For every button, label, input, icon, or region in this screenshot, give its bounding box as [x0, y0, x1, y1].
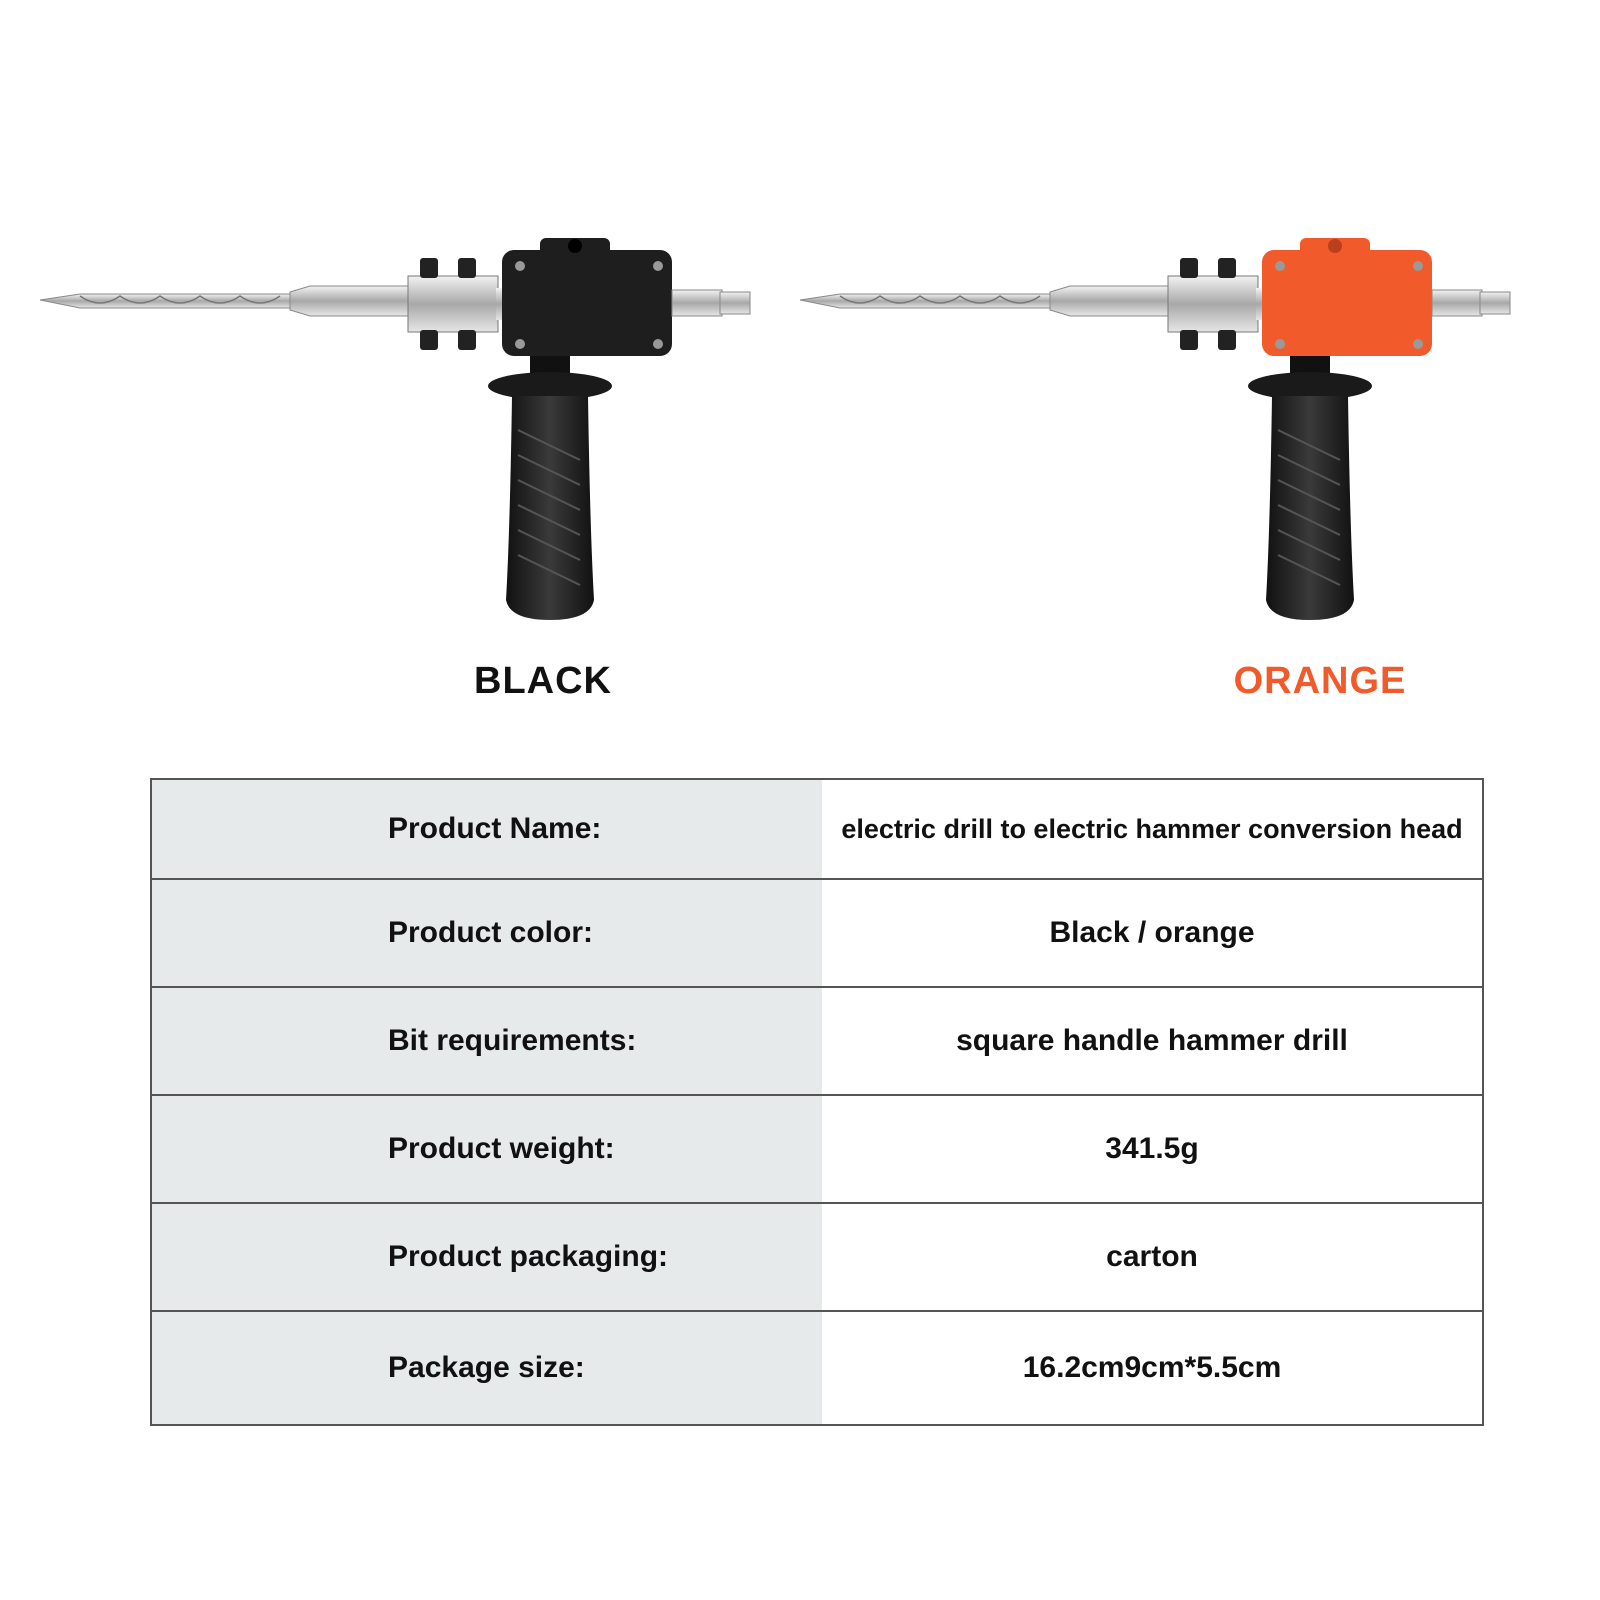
spec-key: Product weight:	[152, 1096, 822, 1202]
spec-row-package-size: Package size: 16.2cm9cm*5.5cm	[152, 1312, 1482, 1424]
spec-row-product-weight: Product weight: 341.5g	[152, 1096, 1482, 1204]
spec-key: Bit requirements:	[152, 988, 822, 1094]
product-image-orange	[800, 230, 1540, 630]
variant-label-orange: ORANGE	[1233, 660, 1407, 702]
hammer-conversion-head-orange-image	[800, 238, 1511, 620]
hammer-conversion-head-black-image	[40, 238, 751, 620]
spec-key: Product packaging:	[152, 1204, 822, 1310]
spec-key: Product color:	[152, 880, 822, 986]
spec-value: 341.5g	[822, 1096, 1482, 1202]
spec-key: Package size:	[152, 1312, 822, 1424]
spec-value: carton	[822, 1204, 1482, 1310]
spec-table: Product Name: electric drill to electric…	[150, 778, 1484, 1426]
spec-row-product-packaging: Product packaging: carton	[152, 1204, 1482, 1312]
spec-value: 16.2cm9cm*5.5cm	[822, 1312, 1482, 1424]
spec-value: electric drill to electric hammer conver…	[822, 780, 1482, 878]
spec-key: Product Name:	[152, 780, 822, 878]
variant-label-black: BLACK	[474, 660, 612, 702]
spec-row-bit-requirements: Bit requirements: square handle hammer d…	[152, 988, 1482, 1096]
spec-value: square handle hammer drill	[822, 988, 1482, 1094]
spec-value: Black / orange	[822, 880, 1482, 986]
spec-row-product-color: Product color: Black / orange	[152, 880, 1482, 988]
product-image-black	[40, 230, 780, 630]
spec-row-product-name: Product Name: electric drill to electric…	[152, 780, 1482, 880]
